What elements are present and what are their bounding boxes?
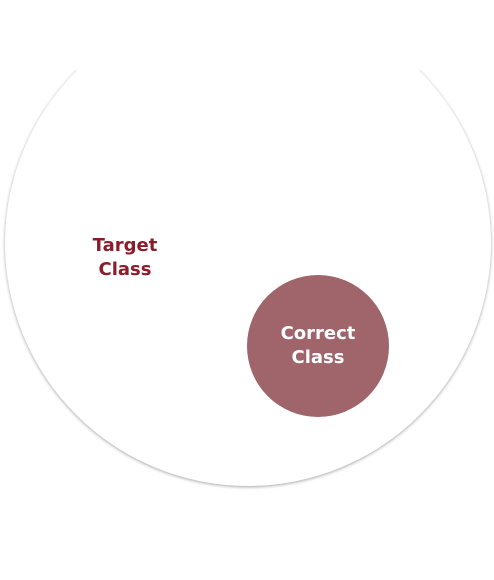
- target-class-label-line2: Class: [98, 259, 152, 280]
- target-class-label-line1: Target: [92, 235, 158, 256]
- correct-class-circle: Correct Class: [247, 275, 389, 417]
- target-class-label: Target Class: [65, 234, 185, 282]
- correct-class-label: Correct Class: [281, 322, 356, 370]
- correct-class-label-line1: Correct: [280, 323, 356, 344]
- correct-class-label-line2: Class: [291, 347, 345, 368]
- target-class-circle: [5, 70, 491, 486]
